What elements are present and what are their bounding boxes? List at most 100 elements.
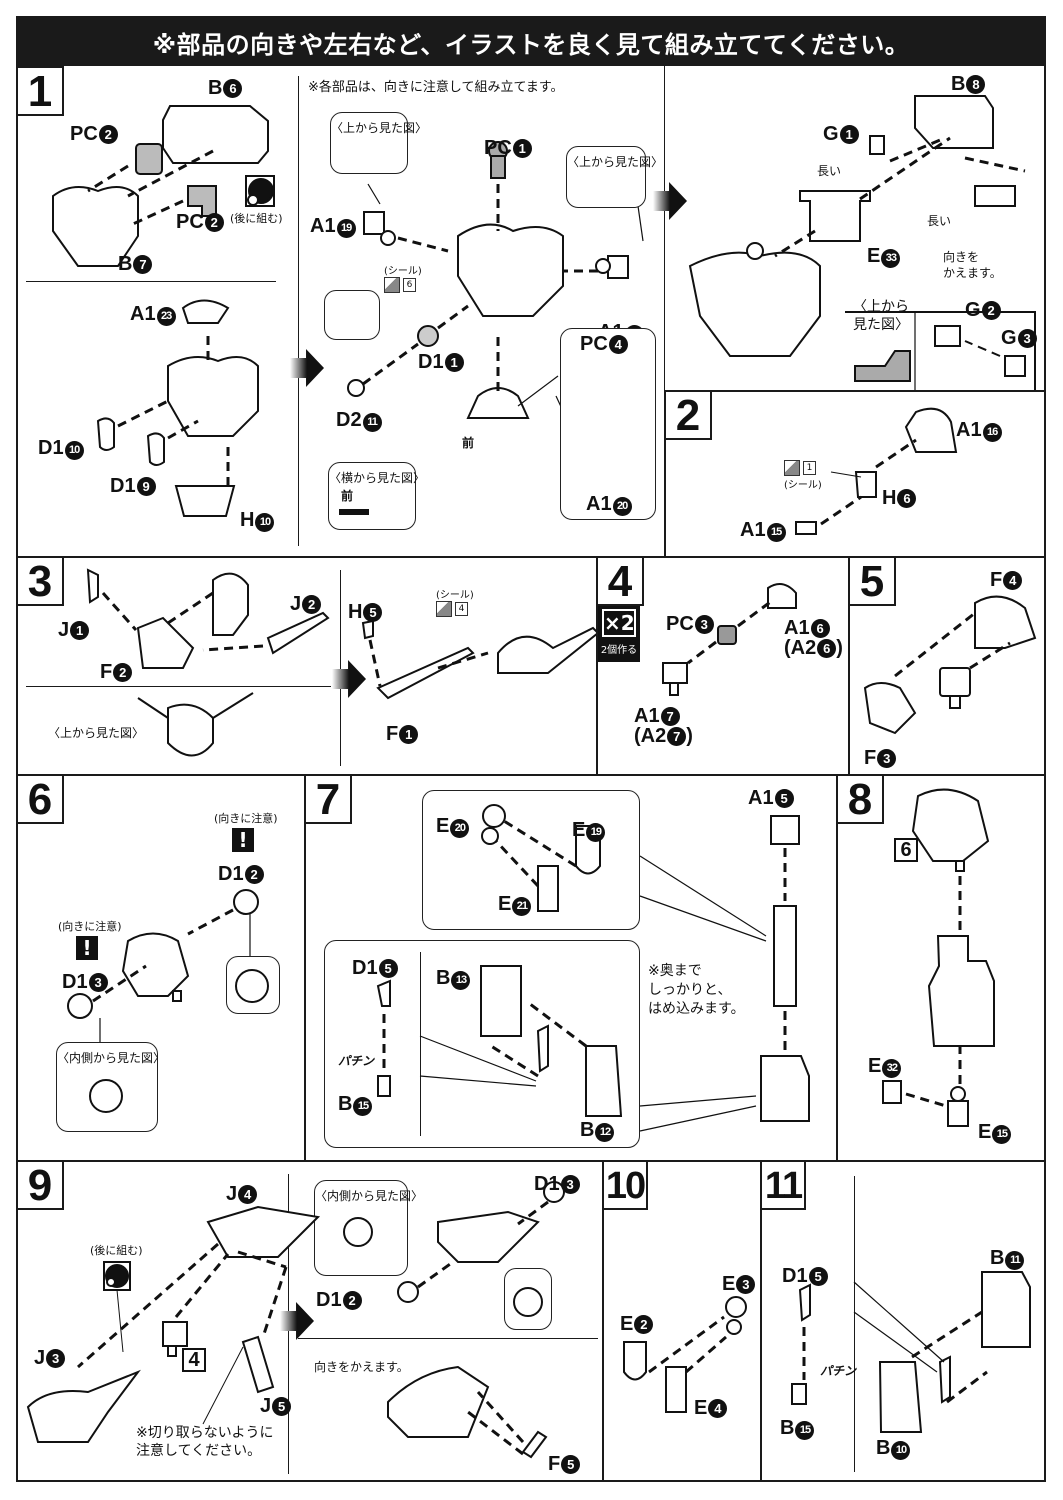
divider: [298, 1338, 598, 1339]
part-j3-shape: [26, 1369, 141, 1443]
divider: [26, 686, 331, 687]
banner-title: ※部品の向きや左右など、イラストを良く見て組み立ててください。: [152, 31, 910, 59]
subassembly-ref-4: 4: [182, 1348, 206, 1372]
top-view-bubble: 〈上から見た図〉: [566, 146, 663, 208]
part-stand-shape: [466, 387, 530, 419]
divider: [26, 281, 276, 282]
seal-indicator: 1(シール): [784, 460, 822, 491]
top-view-label: 〈上から見た図〉: [48, 726, 145, 740]
part-pc2-shape: [135, 143, 163, 175]
long-label: 長い: [817, 164, 842, 178]
flow-arrow-icon: [280, 1302, 314, 1340]
part-a123-shape: [181, 299, 230, 324]
step-1-right-illustration: [688, 95, 1036, 392]
part-d19-shape: [146, 432, 165, 466]
part-b15-shape: [377, 1075, 391, 1097]
part-shoulder-shape: [121, 932, 190, 997]
front-label: 前: [462, 436, 475, 450]
part-b15-shape: [791, 1383, 807, 1405]
step-number: 7: [304, 774, 352, 824]
part-j2-shape: [266, 611, 330, 655]
part-topview-shape: [167, 703, 214, 757]
part-a17-shape: [662, 662, 688, 684]
assemble-later-label: (後に組む): [90, 1244, 143, 1257]
step-7-illustration: [376, 804, 810, 1132]
step-number: 3: [16, 556, 64, 606]
part-pc2-shape: [187, 185, 217, 217]
top-view-bubble: 〈上から見た図〉: [330, 112, 427, 174]
divider: [340, 570, 341, 766]
subassembly-ref-6: 6: [894, 838, 918, 862]
part-pc3-shape: [717, 625, 737, 645]
step-number: 1: [16, 66, 64, 116]
snap-label: パチン: [820, 1364, 857, 1378]
step-2-illustration: [795, 407, 958, 535]
part-g-shape: [974, 185, 1016, 207]
step-number: 2: [664, 390, 712, 440]
divider: [854, 1176, 855, 1472]
change-direction-note: 向きを かえます。: [943, 250, 1002, 280]
step-8-illustration: [882, 788, 995, 1127]
part-rotated-shape: [387, 1365, 490, 1438]
mind-direction-label: (向きに注意): [58, 920, 122, 933]
warning-icon: !: [232, 828, 254, 852]
part-b12-shape: [585, 1045, 623, 1117]
seal-indicator: (シール)6: [384, 262, 422, 293]
part-body-shape: [457, 223, 564, 317]
step-number: 9: [16, 1160, 64, 1210]
step-6-illustration: [67, 889, 269, 1113]
flow-arrow-icon: [290, 349, 324, 387]
part-b6-shape: [162, 105, 269, 164]
do-not-cut-note: ※切り取らないように 注意してください。: [136, 1425, 274, 1460]
top-view-label: 〈上から見た図〉: [853, 299, 909, 334]
part-b12-assembled-shape: [760, 1055, 810, 1122]
warning-icon: !: [76, 936, 98, 960]
part-f5-shape: [521, 1430, 548, 1459]
part-b11-shape: [981, 1271, 1031, 1348]
seal-indicator: (シール)4: [436, 586, 474, 617]
part-a15-shape: [770, 815, 800, 845]
part-h5-shape: [361, 619, 374, 640]
part-arm-shape: [773, 905, 797, 1007]
assemble-later-label: (後に組む): [230, 212, 283, 225]
side-view-bubble: 〈横から見た図〉前: [328, 462, 425, 530]
step-number: 11: [760, 1160, 806, 1210]
part-d15-shape: [376, 979, 391, 1007]
